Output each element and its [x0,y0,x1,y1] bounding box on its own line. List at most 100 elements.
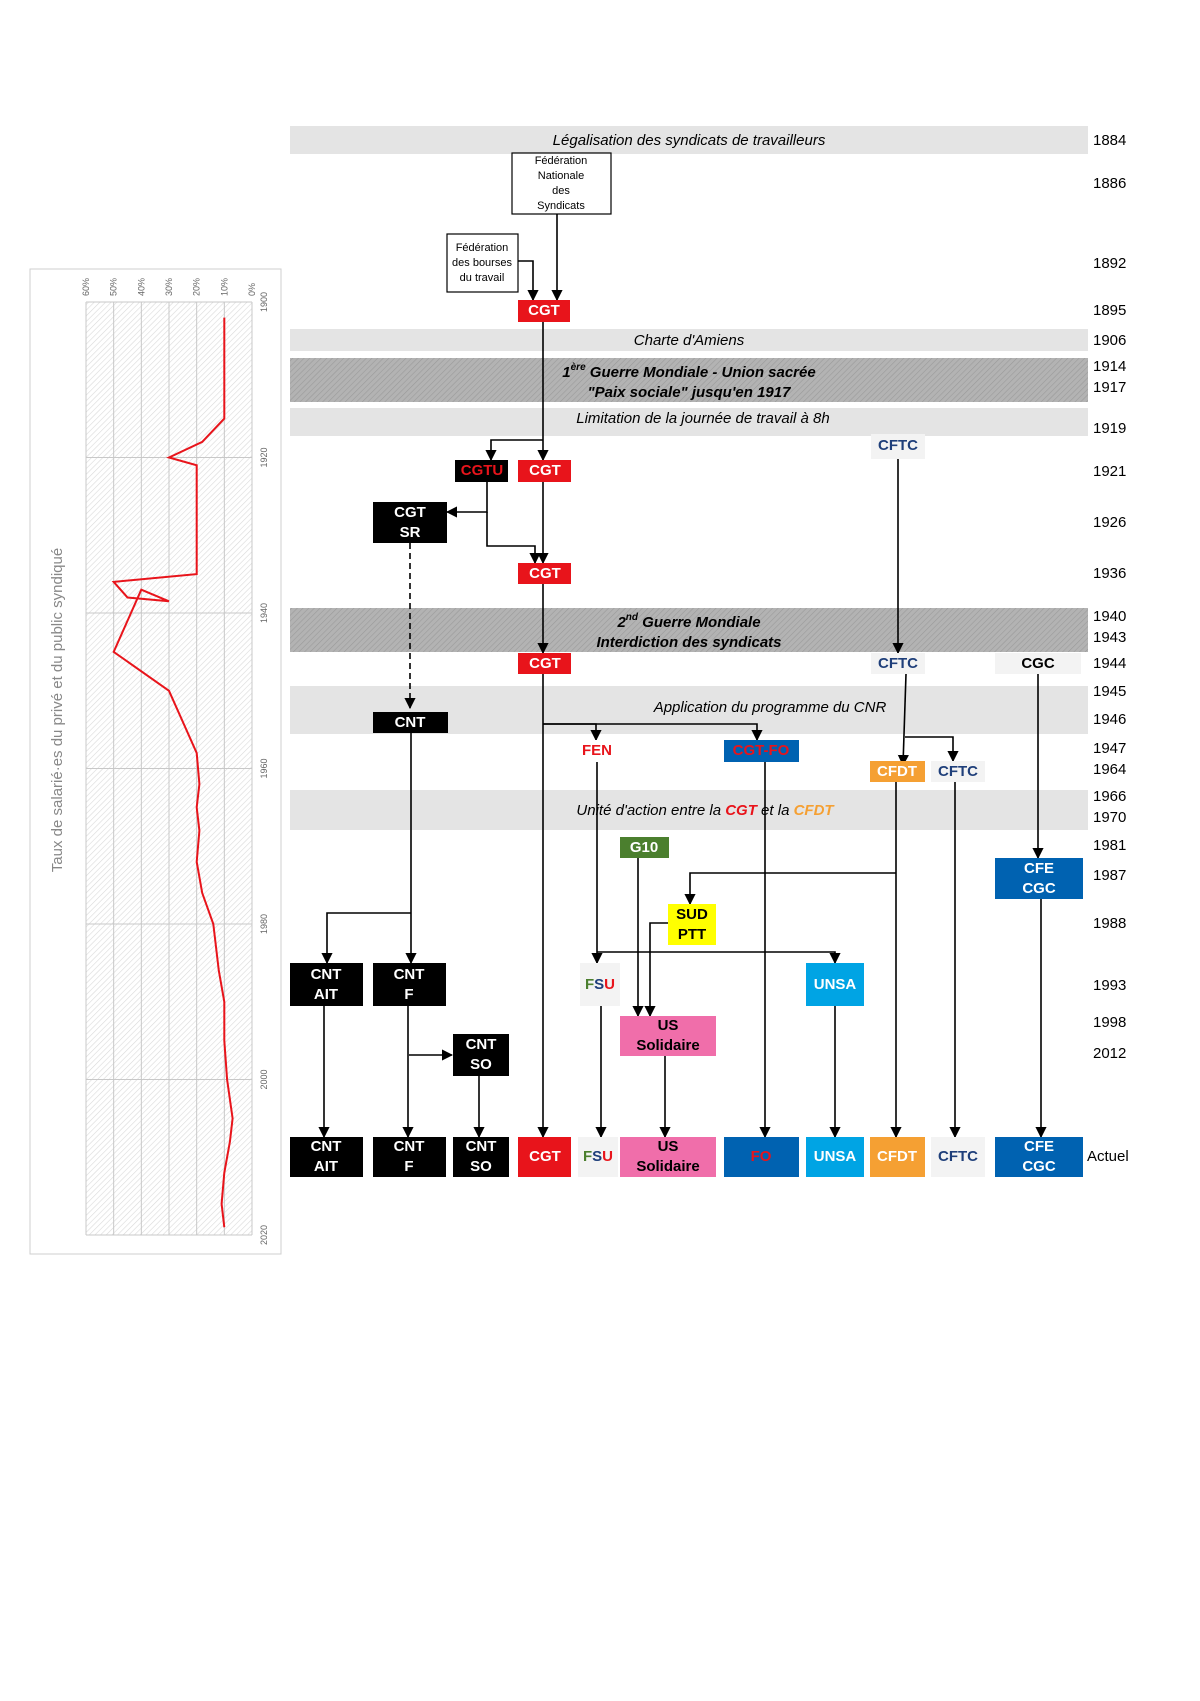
org-cntso-2012-line2: SO [470,1056,492,1073]
org-cntf-actuel-line1: CNT [394,1138,425,1155]
org-cntf-1993-line2: F [404,986,413,1003]
year-column: 1884 1886 1892 1895 1906 1914 1917 1919 … [1087,132,1129,1165]
year-1945: 1945 [1093,683,1126,700]
org-cgt-1944-box [518,653,571,674]
org-cntso-actuel-line2: SO [470,1158,492,1175]
arrow-cgt-cgtu [485,439,543,462]
org-cgt-1936: CGT [529,565,561,582]
year-1944: 1944 [1093,655,1126,672]
org-fsu-actuel-f: F [583,1148,592,1165]
org-cfecgc-1987-box [995,858,1083,899]
org-cntf-actuel-line2: F [404,1158,413,1175]
org-cftc-1944-box [871,653,925,674]
org-cfecgc-1987-line2: CGC [1022,880,1056,897]
event-unite-pre: Unité d'action entre la [576,802,725,819]
org-cntso-actuel-line1: CNT [466,1138,497,1155]
event-ww1-sup: ère [571,362,586,373]
chart-x-tick-label: 1980 [259,914,269,934]
org-sud-line1: SUD [676,906,708,923]
year-1892: 1892 [1093,255,1126,272]
org-g10: G10 [630,839,658,856]
org-fbt: Fédération des bourses du travail [446,233,519,293]
chart-y-tick-label: 10% [219,278,229,296]
org-cgt-1921: CGT [529,462,561,479]
event-cnr: Application du programme du CNR [653,699,887,716]
org-cgt-1895: CGT [528,302,560,319]
year-1906: 1906 [1093,332,1126,349]
org-cgtsr-line1: CGT [394,504,426,521]
arrow-cgtu-cgt1936 [486,512,541,565]
org-fbt-line2: des bourses [452,257,512,269]
chart-x-tick-label: 1900 [259,292,269,312]
chart-y-tick-label: 0% [247,283,257,296]
org-cgt-1895-box [518,300,570,322]
chart-y-tick-label: 40% [136,278,146,296]
year-1947: 1947 [1093,740,1126,757]
org-cfecgc-1987-line1: CFE [1024,860,1054,877]
org-cfdt-1964-box [870,761,925,782]
org-cgtsr-line2: SR [400,524,421,541]
arrow-cgt-cgtfo [543,723,763,742]
arrow-cgtu-cgtsr [445,482,488,518]
year-1895: 1895 [1093,302,1126,319]
year-1943: 1943 [1093,629,1126,646]
org-cntait-1993-box [290,963,363,1006]
org-ussol-actuel-line2: Solidaire [636,1158,699,1175]
year-1988: 1988 [1093,915,1126,932]
org-fns-line2: Nationale [538,170,584,182]
org-fbt-line1: Fédération [456,242,509,254]
event-ww1: 1ère Guerre Mondiale - Union sacrée [562,362,815,381]
org-cftc-1944: CFTC [878,655,918,672]
org-cgt-1944: CGT [529,655,561,672]
org-fsu-1993-u: U [604,976,615,993]
org-ussol-1998-box [620,1016,716,1056]
org-cftc-1919-box [871,434,925,459]
event-paix-sociale: "Paix sociale" jusqu'en 1917 [588,384,792,401]
org-g10-box [620,837,669,858]
org-fo-actuel-box [724,1137,799,1177]
event-ww1-rest: Guerre Mondiale - Union sacrée [586,364,816,381]
org-ussol-1998-line2: Solidaire [636,1037,699,1054]
org-cntait-1993-line2: AIT [314,986,338,1003]
org-fsu-actuel-box [578,1137,618,1177]
org-fo-actuel: FO [751,1148,772,1165]
org-cgtu: CGTU [461,462,504,479]
org-unsa-actuel-box [806,1137,864,1177]
org-cfecgc-actuel-line1: CFE [1024,1138,1054,1155]
year-1970: 1970 [1093,809,1126,826]
chart-y-tick-label: 20% [192,278,202,296]
arrow-cnt-cntait [321,912,411,965]
arrow-cfdt-sud [684,872,896,906]
org-fns-line4: Syndicats [537,200,585,212]
org-fns-line1: Fédération [535,155,588,167]
org-cgc-box [995,653,1081,674]
org-fsu-actuel: FSU [583,1148,613,1165]
org-cgtfo: CGT-FO [733,742,790,759]
org-unsa-1993: UNSA [814,976,857,993]
chart-x-tick-label: 1920 [259,447,269,467]
org-cntso-actuel-box [453,1137,509,1177]
org-cnt-box [373,712,448,733]
org-cfdt-actuel-box [870,1137,925,1177]
band-ww2 [290,608,1088,652]
chart-y-tick-label: 60% [81,278,91,296]
org-cntait-actuel-box [290,1137,363,1177]
org-cntait-1993-line1: CNT [311,966,342,983]
org-cntso-2012-line1: CNT [466,1036,497,1053]
org-cgtu-box [455,460,508,482]
org-cftc-actuel-box [931,1137,985,1177]
chart-y-tick-label: 30% [164,278,174,296]
event-interdiction: Interdiction des syndicats [596,634,781,651]
org-fsu-1993-f: F [585,976,594,993]
year-1940: 1940 [1093,608,1126,625]
org-fbt-box [446,233,519,293]
event-ww1-num: 1 [562,364,570,381]
org-fen-box [573,740,621,762]
org-sud-box [668,904,716,945]
org-ussol-actuel-line1: US [658,1138,679,1155]
org-fsu-1993: FSU [585,976,615,993]
membership-rate-line [111,317,234,1228]
org-cnt: CNT [395,714,426,731]
event-ww2-rest: Guerre Mondiale [638,614,761,631]
band-ww1 [290,358,1088,402]
